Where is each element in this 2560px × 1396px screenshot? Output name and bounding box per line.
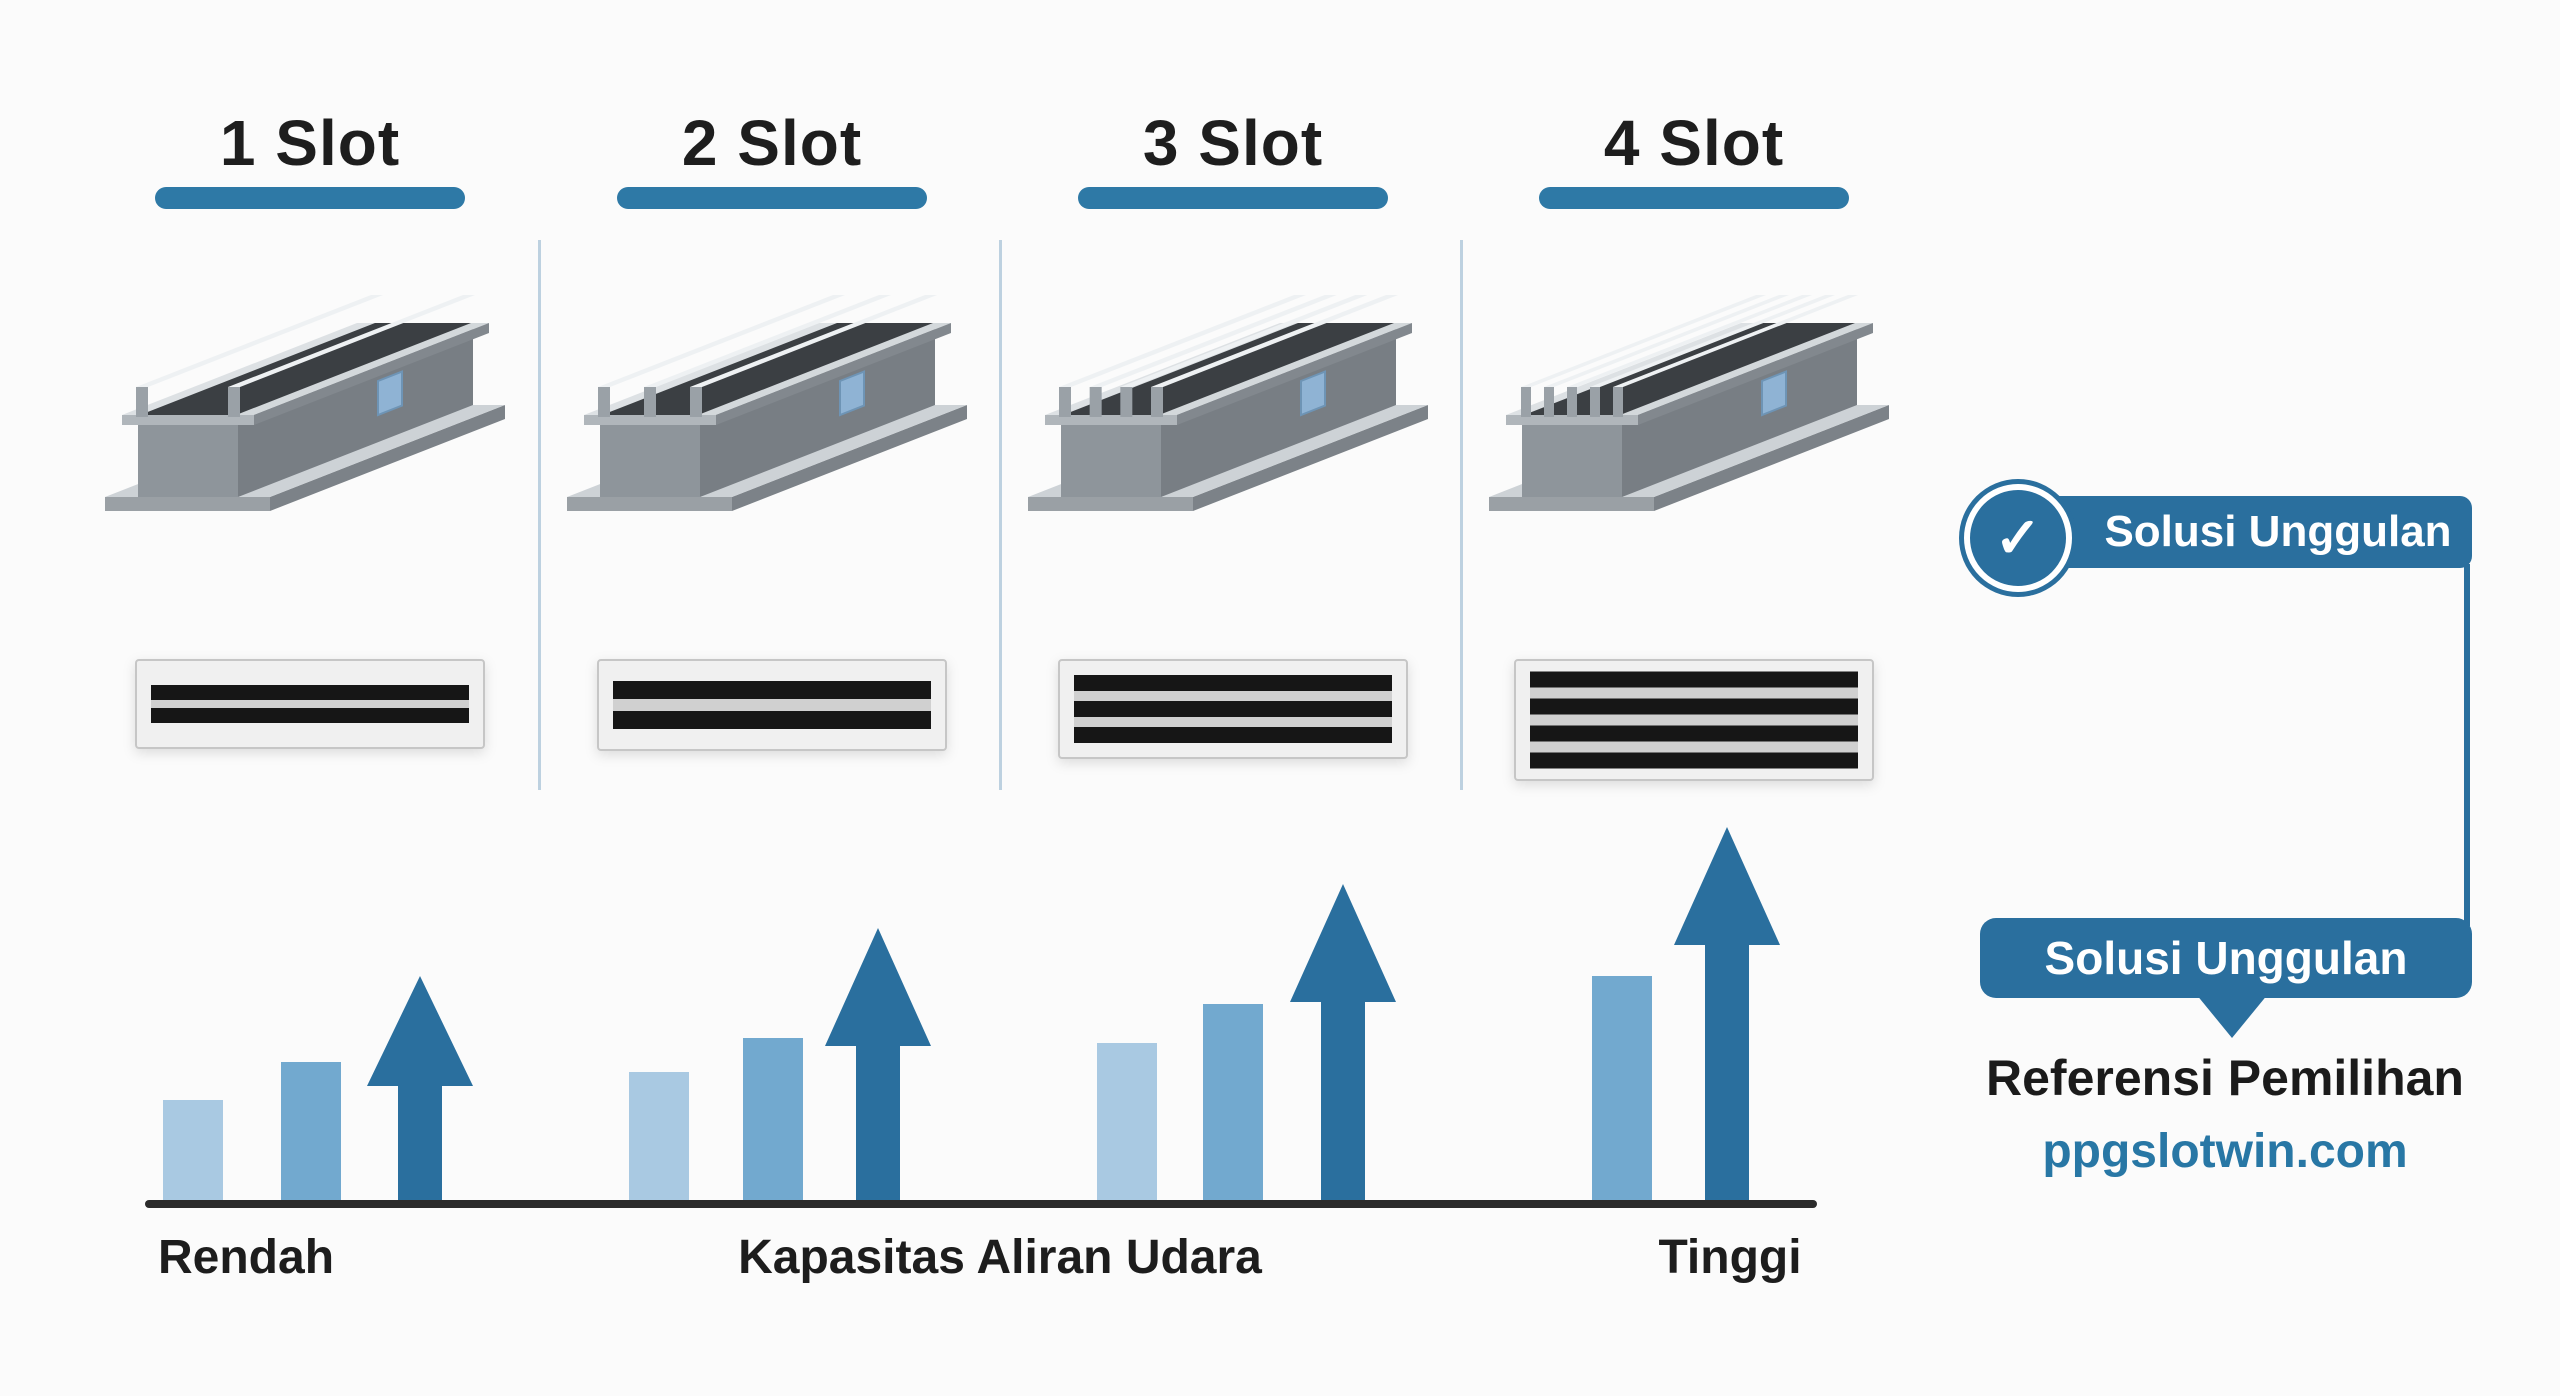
- title-underline: [155, 187, 465, 210]
- check-badge: ✓: [1964, 484, 2072, 592]
- connector-line: [2464, 564, 2470, 926]
- slot-column-1: 1 Slot: [80, 107, 540, 750]
- label-rendah: Rendah: [158, 1231, 335, 1284]
- slot-column-2: 2 Slot: [542, 107, 1002, 752]
- check-badge-label: Solusi Unggulan: [2022, 496, 2472, 568]
- diffuser-3d-image: [552, 229, 992, 559]
- capacity-up-arrow: [1290, 884, 1396, 1206]
- label-tinggi: Tinggi: [1658, 1231, 1802, 1284]
- capacity-bar: [281, 1062, 341, 1206]
- title-underline: [1539, 187, 1849, 210]
- check-icon: ✓: [1994, 506, 2042, 569]
- capacity-bar: [743, 1038, 803, 1206]
- callout-tail-icon: [2196, 994, 2268, 1038]
- diffuser-front-view: [597, 659, 947, 752]
- diffuser-front-view: [135, 659, 485, 750]
- reference-link[interactable]: ppgslotwin.com: [2042, 1124, 2408, 1178]
- label-axis-title: Kapasitas Aliran Udara: [738, 1231, 1262, 1284]
- slot-column-4: 4 Slot: [1464, 107, 1924, 782]
- capacity-up-arrow: [1674, 827, 1780, 1206]
- reference-title: Referensi Pemilihan: [1986, 1050, 2464, 1106]
- column-title: 3 Slot: [1142, 107, 1324, 179]
- chart-baseline: [145, 1200, 1817, 1208]
- capacity-bar: [1203, 1004, 1263, 1206]
- column-divider: [999, 240, 1002, 790]
- diffuser-3d-image: [1474, 229, 1914, 559]
- slot-column-3: 3 Slot: [1003, 107, 1463, 760]
- reference-block: Referensi Pemilihan ppgslotwin.com: [1955, 1050, 2495, 1179]
- callout-badge: Solusi Unggulan: [1980, 918, 2472, 998]
- capacity-bar: [1097, 1043, 1157, 1206]
- column-title: 4 Slot: [1603, 107, 1785, 179]
- capacity-up-arrow: [825, 928, 931, 1206]
- column-divider: [1460, 240, 1463, 790]
- column-divider: [538, 240, 541, 790]
- diffuser-3d-image: [1013, 229, 1453, 559]
- diffuser-front-view: [1514, 659, 1874, 782]
- diffuser-3d-image: [90, 229, 530, 559]
- column-title: 1 Slot: [219, 107, 401, 179]
- capacity-bar: [1592, 976, 1652, 1206]
- title-underline: [1078, 187, 1388, 210]
- capacity-bar: [163, 1100, 223, 1206]
- capacity-bar: [629, 1072, 689, 1206]
- capacity-up-arrow: [367, 976, 473, 1206]
- column-title: 2 Slot: [681, 107, 863, 179]
- diffuser-front-view: [1058, 659, 1408, 760]
- title-underline: [617, 187, 927, 210]
